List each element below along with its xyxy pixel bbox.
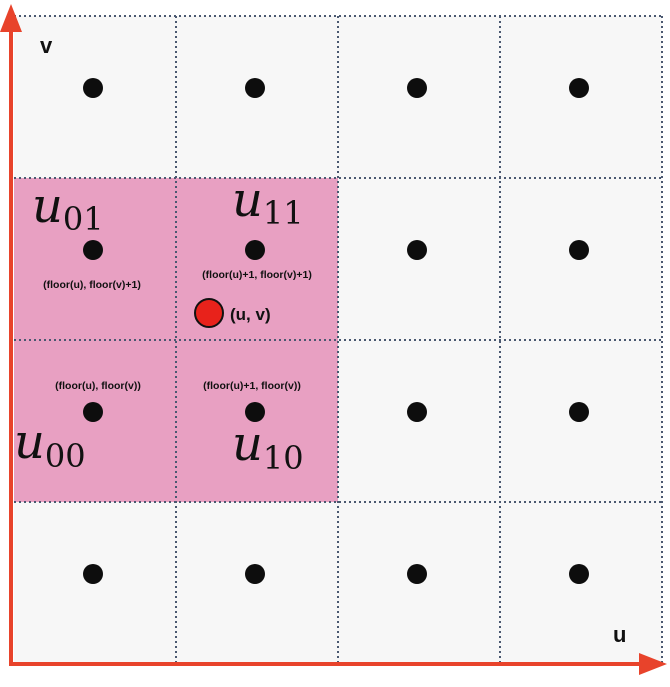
query-point-label: (u, v) bbox=[230, 305, 271, 324]
u11-base: u bbox=[232, 172, 263, 228]
sample-dot bbox=[245, 402, 265, 422]
sample-dot bbox=[407, 240, 427, 260]
coord-label-bottom-right: (floor(u)+1, floor(v)) bbox=[203, 380, 301, 392]
sample-dot bbox=[83, 78, 103, 98]
u00-base: u bbox=[14, 414, 45, 470]
sample-dot bbox=[569, 402, 589, 422]
u01-subscript: 01 bbox=[63, 200, 104, 238]
u01-base: u bbox=[32, 178, 63, 234]
coord-label-bottom-left: (floor(u), floor(v)) bbox=[55, 380, 141, 392]
sample-dot bbox=[245, 564, 265, 584]
sample-dot bbox=[569, 78, 589, 98]
sample-dot bbox=[407, 564, 427, 584]
v-axis-arrowhead bbox=[0, 4, 22, 32]
u00-label: u00 bbox=[14, 414, 86, 475]
coord-label-top-left: (floor(u), floor(v)+1) bbox=[43, 279, 141, 291]
coord-label-top-right: (floor(u)+1, floor(v)+1) bbox=[202, 269, 312, 281]
sample-dot bbox=[407, 78, 427, 98]
sample-dot bbox=[83, 240, 103, 260]
query-point bbox=[194, 298, 224, 328]
grid-cells bbox=[14, 16, 662, 664]
sample-dot bbox=[407, 402, 427, 422]
sample-dot bbox=[245, 78, 265, 98]
sample-dot bbox=[245, 240, 265, 260]
u00-subscript: 00 bbox=[45, 437, 86, 475]
u01-label: u01 bbox=[32, 178, 104, 238]
u10-base: u bbox=[232, 416, 263, 472]
axes bbox=[0, 4, 667, 675]
u-axis-label: u bbox=[613, 622, 626, 647]
sample-dot bbox=[83, 402, 103, 422]
v-axis-label: v bbox=[40, 33, 53, 58]
sample-dot bbox=[569, 240, 589, 260]
u10-subscript: 10 bbox=[263, 439, 304, 477]
u11-label: u11 bbox=[232, 172, 304, 232]
sample-dot bbox=[83, 564, 103, 584]
sample-points bbox=[83, 78, 589, 584]
sample-dot bbox=[569, 564, 589, 584]
u-axis-arrowhead bbox=[639, 653, 667, 675]
u11-subscript: 11 bbox=[263, 194, 304, 232]
u10-label: u10 bbox=[232, 416, 304, 477]
